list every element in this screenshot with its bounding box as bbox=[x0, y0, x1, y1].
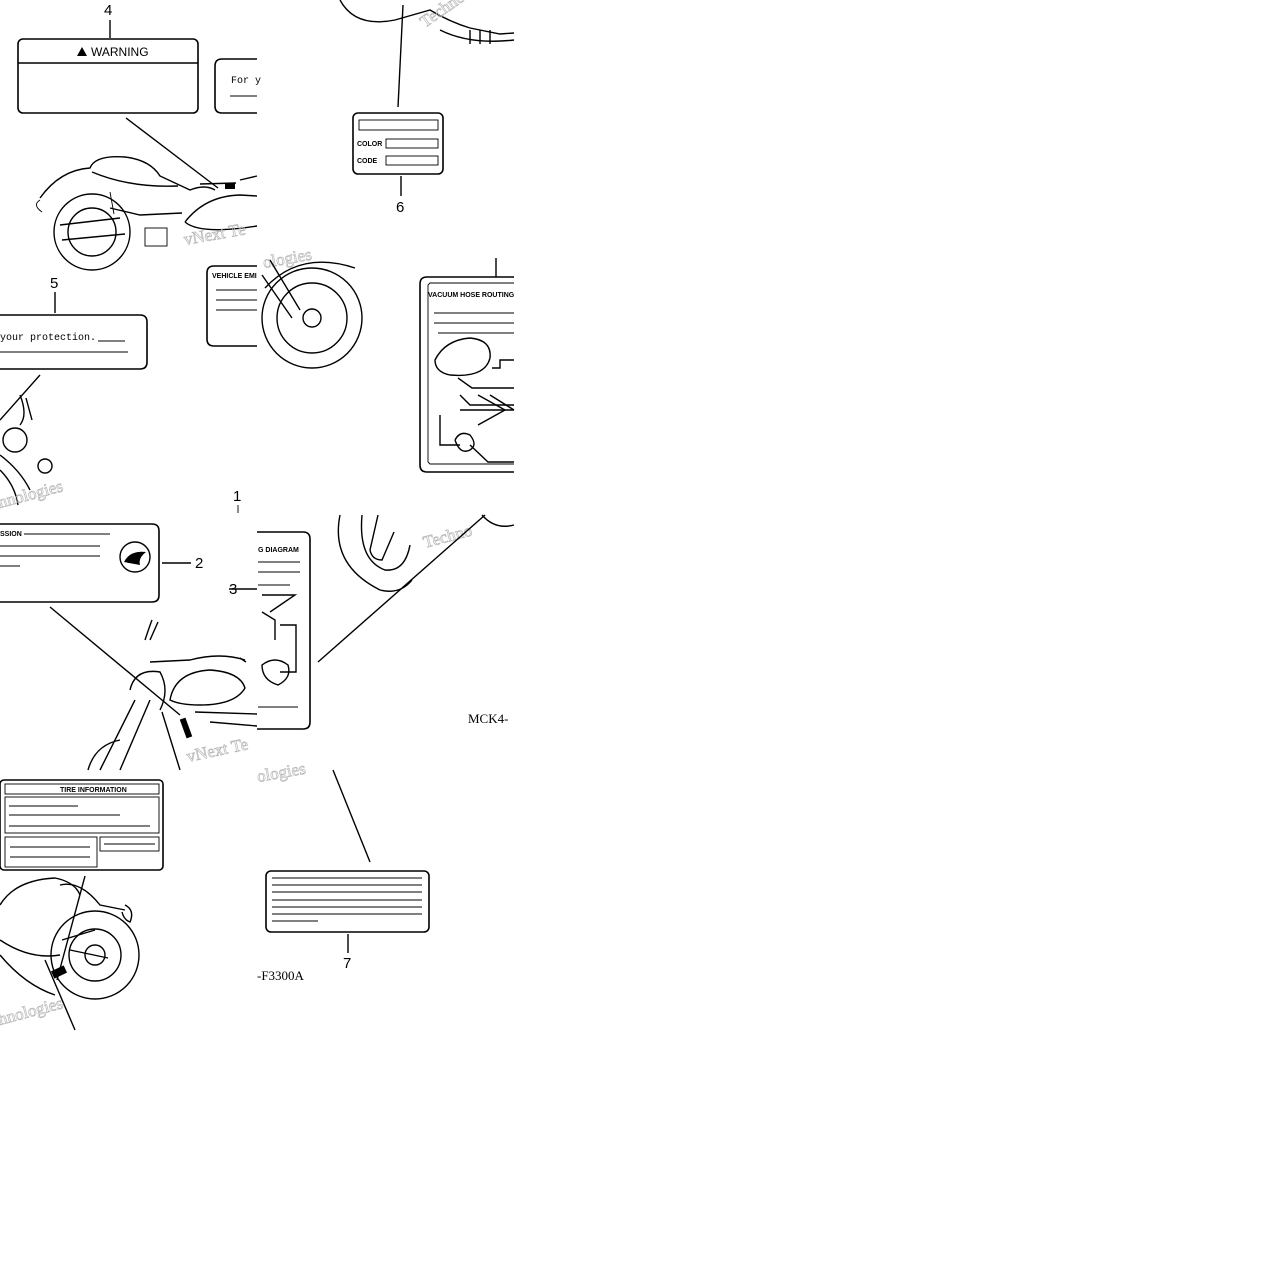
watermark-text: vNext Te bbox=[185, 734, 250, 766]
tile-tire-info-label: TIRE INFORMATION hnologies bbox=[0, 779, 164, 1031]
callout-3: 3 bbox=[229, 581, 237, 598]
figure-code-b: -F3300A bbox=[257, 968, 305, 983]
callout-6: 6 bbox=[396, 199, 404, 216]
watermark-text: ologies bbox=[255, 759, 307, 786]
diagram-fragment: G DIAGRAM bbox=[258, 547, 299, 554]
protection-label-right: your protection. bbox=[0, 314, 148, 370]
watermark-text: hnologies bbox=[0, 993, 65, 1028]
diagram-label-fragment: G DIAGRAM bbox=[257, 531, 311, 730]
tile-protection-label: 5 your protection. VEHICLE EMI nnologies bbox=[0, 265, 257, 512]
callout-7: 7 bbox=[343, 955, 351, 972]
warning-title: WARNING bbox=[91, 45, 149, 59]
vacuum-hose-title: VACUUM HOSE ROUTING bbox=[428, 292, 515, 299]
emission-label-fragment: SSION bbox=[0, 523, 160, 603]
callout-4: 4 bbox=[104, 2, 112, 19]
callout-2: 2 bbox=[195, 555, 203, 572]
color-code-label: COLOR CODE bbox=[352, 112, 444, 175]
vehicle-emission-label-fragment: VEHICLE EMI bbox=[206, 265, 257, 347]
tile-emission-label: 1 SSION 2 vNext Te bbox=[0, 488, 258, 771]
motorcycle-illustration-4 bbox=[87, 619, 258, 771]
front-wheel-illustration bbox=[261, 259, 363, 369]
callout-5: 5 bbox=[50, 275, 58, 292]
color-field: COLOR bbox=[357, 141, 382, 148]
emission-fragment: SSION bbox=[0, 531, 22, 538]
watermark-text: Techno bbox=[416, 0, 468, 31]
callout-1: 1 bbox=[233, 488, 241, 505]
motorcycle-illustration-3 bbox=[0, 394, 53, 506]
tile-color-code-label: Techno COLOR CODE 6 bbox=[339, 0, 515, 216]
warning-label: WARNING bbox=[17, 38, 199, 114]
tile-info-label: ologies 7 -F3300A bbox=[255, 758, 430, 983]
wing-logo-icon bbox=[119, 541, 151, 573]
motorcycle-illustration-1 bbox=[36, 156, 258, 271]
motorcycle-illustration-2 bbox=[339, 0, 515, 44]
tile-warning-label: 4 WARNING For y vNext Te bbox=[17, 2, 261, 271]
tile-diagram-label: Techno G DIAGRAM 3 MCK4- bbox=[229, 514, 515, 730]
vacuum-hose-label: VACUUM HOSE ROUTING bbox=[419, 276, 515, 473]
tile-vacuum-label: ologies VACUUM HOSE ROUTING bbox=[261, 244, 515, 473]
vehicle-emission-fragment: VEHICLE EMI bbox=[212, 273, 257, 280]
protection-fragment-left: For y bbox=[231, 76, 261, 87]
figure-code-a: MCK4- bbox=[468, 711, 508, 726]
tire-info-title: TIRE INFORMATION bbox=[60, 787, 127, 794]
code-field: CODE bbox=[357, 158, 378, 165]
watermark-text: vNext Te bbox=[182, 219, 247, 249]
protection-fragment-right: your protection. bbox=[0, 332, 96, 344]
tire-information-label: TIRE INFORMATION bbox=[0, 779, 164, 871]
protection-label-left: For y bbox=[214, 58, 261, 114]
warning-triangle-icon bbox=[77, 47, 87, 56]
motorcycle-illustration-5 bbox=[0, 877, 140, 1000]
information-label bbox=[265, 870, 430, 933]
rear-wheel-illustration bbox=[337, 514, 515, 592]
